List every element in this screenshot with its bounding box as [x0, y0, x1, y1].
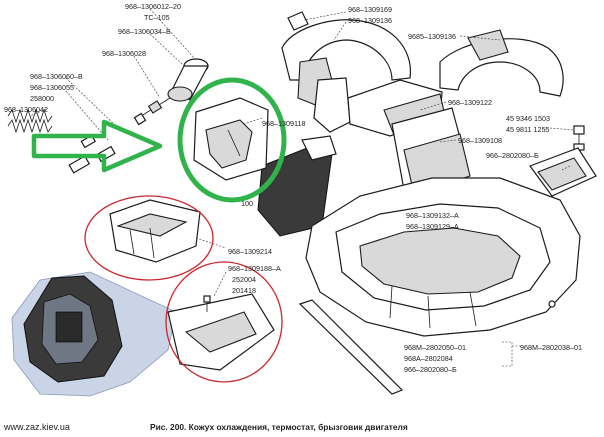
- label-100: 100: [241, 199, 253, 208]
- label-968-1309129-a: 968–1309129–А: [406, 222, 459, 231]
- red-highlight-circle-upper: [84, 195, 214, 281]
- label-968m-2802038-01: 968М–2802038–01: [520, 343, 582, 352]
- label-968-1306055: 968–1306055: [30, 83, 74, 92]
- website-url: www.zaz.kiev.ua: [3, 422, 70, 432]
- engine-photo: [11, 271, 177, 397]
- label-968-1309118: 968–1309118: [262, 119, 305, 128]
- label-9685-1309136: 9685–1309136: [408, 32, 456, 41]
- figure-caption: Рис. 200. Кожух охлаждения, термостат, б…: [150, 422, 408, 432]
- label-968-1309108: 968–1309108: [458, 136, 502, 145]
- label-252004: 252004: [232, 275, 256, 284]
- label-966-2802080-b-lower: 966–2802080–Б: [404, 365, 457, 374]
- label-968-1309122: 968–1309122: [448, 98, 492, 107]
- baffle-part-lower: [167, 271, 275, 371]
- label-968-1309169: 968–1309169: [348, 5, 392, 14]
- label-968-1306034-b: 968–1306034–Б: [118, 27, 171, 36]
- spring: [7, 108, 53, 134]
- label-968-1309214: 968–1309214: [228, 247, 272, 256]
- label-968a-2802084: 968А–2802084: [404, 354, 453, 363]
- label-968-1306012-20: 968–1306012–20: [125, 2, 181, 11]
- label-45-9346-1503: 45 9346 1503: [506, 114, 550, 123]
- part-labels: 968–1306012–20 ТС–105 968–1306034–Б 968–…: [4, 2, 582, 374]
- red-highlight-circle-lower: [165, 261, 283, 383]
- label-201418: 201418: [232, 286, 256, 295]
- thermostat-assembly: [7, 8, 209, 174]
- upper-shroud: [281, 11, 564, 133]
- label-258000: 258000: [30, 94, 54, 103]
- label-966-2802080-b-upper: 966–2802080–Б: [486, 151, 539, 160]
- label-45-9811-1255: 45 9811 1255: [506, 125, 549, 134]
- engine-splash-guard: [305, 177, 581, 337]
- label-968-1309188-a: 968–1309188–А: [228, 264, 281, 273]
- thermostat-rod: [133, 97, 171, 126]
- thermostat-body: [167, 58, 209, 102]
- baffle-part-upper: [109, 199, 227, 263]
- highlighted-duct-part: [193, 97, 269, 181]
- strip: [298, 299, 404, 395]
- label-tc-105: ТС–105: [144, 13, 170, 22]
- label-968-1306028: 968–1306028: [102, 49, 146, 58]
- label-968-1306060-v: 968–1306060–В: [30, 72, 83, 81]
- green-pointer-arrow: [31, 119, 163, 173]
- label-968-1309132-a: 968–1309132–А: [406, 211, 459, 220]
- bolt: [549, 125, 585, 151]
- label-968-1306042: 968–1306042: [4, 105, 48, 114]
- small-hood: [529, 147, 597, 197]
- label-968-1309136: 968–1309136: [348, 16, 392, 25]
- label-968m-2802050-01: 968М–2802050–01: [404, 343, 466, 352]
- green-highlight-circle: [177, 77, 287, 203]
